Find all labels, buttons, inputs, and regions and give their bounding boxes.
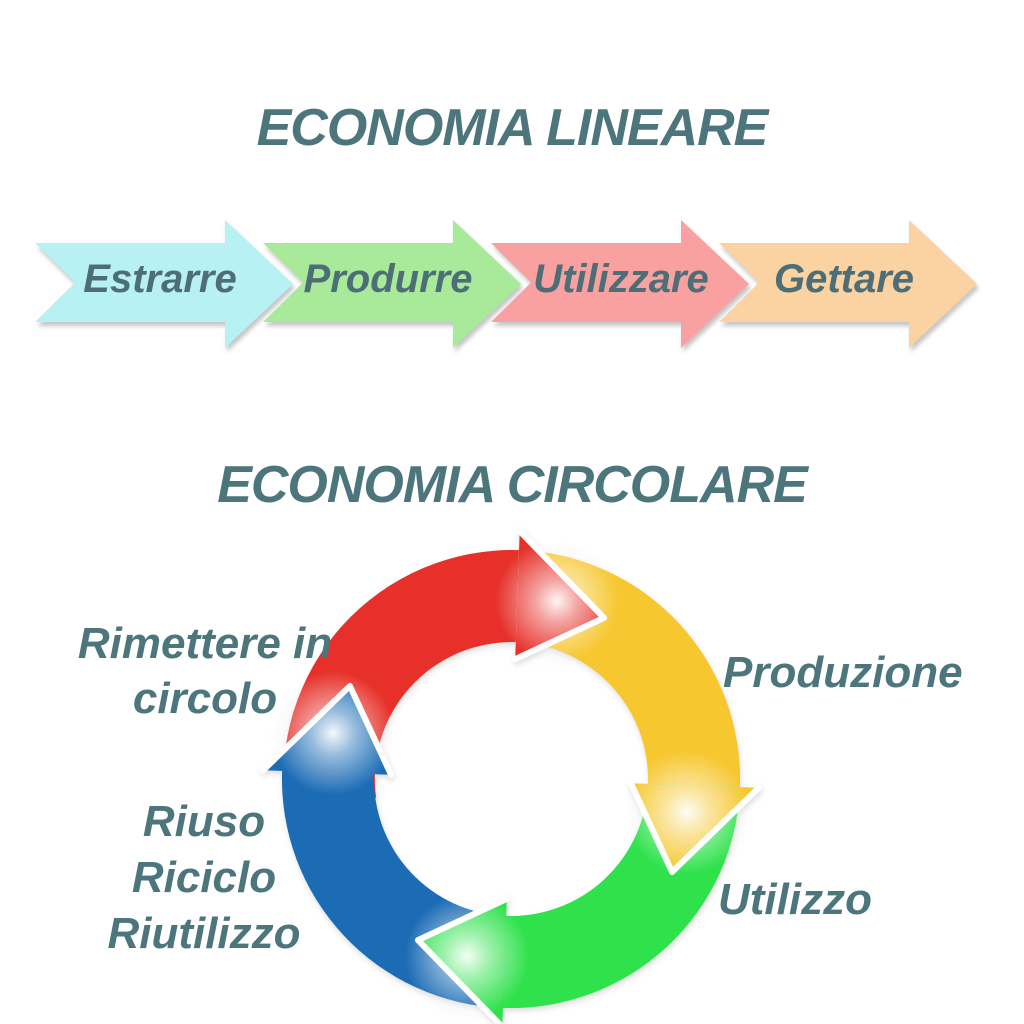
linear-arrows-graphic xyxy=(35,220,977,348)
cycle-label-rimettere-in-circolo: Rimettere in circolo xyxy=(55,616,355,726)
cycle-label-riuso-riciclo-riutilizzo: Riuso Riciclo Riutilizzo xyxy=(54,794,354,962)
linear-arrow-estrarre xyxy=(35,220,293,348)
cycle-label-line: Rimettere in xyxy=(77,619,333,668)
cycle-label-utilizzo: Utilizzo xyxy=(718,875,872,924)
linear-arrow-utilizzare xyxy=(491,220,749,348)
cycle-label-line: Riuso xyxy=(142,797,266,846)
cycle-label-line: Riciclo xyxy=(131,853,277,902)
linear-step-label-produrre: Produrre xyxy=(303,257,473,301)
linear-economy-title: ECONOMIA LINEARE xyxy=(256,99,769,157)
glow-highlight-produzione xyxy=(625,750,749,874)
glow-highlight-utilizzo xyxy=(405,894,529,1018)
cycle-label-line: circolo xyxy=(132,674,278,723)
linear-step-label-gettare: Gettare xyxy=(773,257,915,301)
linear-arrow-gettare xyxy=(719,220,977,348)
circular-economy-title: ECONOMIA CIRCOLARE xyxy=(217,456,808,514)
linear-step-label-utilizzare: Utilizzare xyxy=(533,257,709,301)
cycle-label-line: Riutilizzo xyxy=(107,909,301,958)
glow-highlight-rimettere xyxy=(495,539,619,663)
glow-highlight-riuso xyxy=(271,671,395,795)
linear-step-label-estrarre: Estrarre xyxy=(83,257,237,301)
linear-arrow-produrre xyxy=(263,220,521,348)
cycle-label-produzione: Produzione xyxy=(723,648,963,697)
